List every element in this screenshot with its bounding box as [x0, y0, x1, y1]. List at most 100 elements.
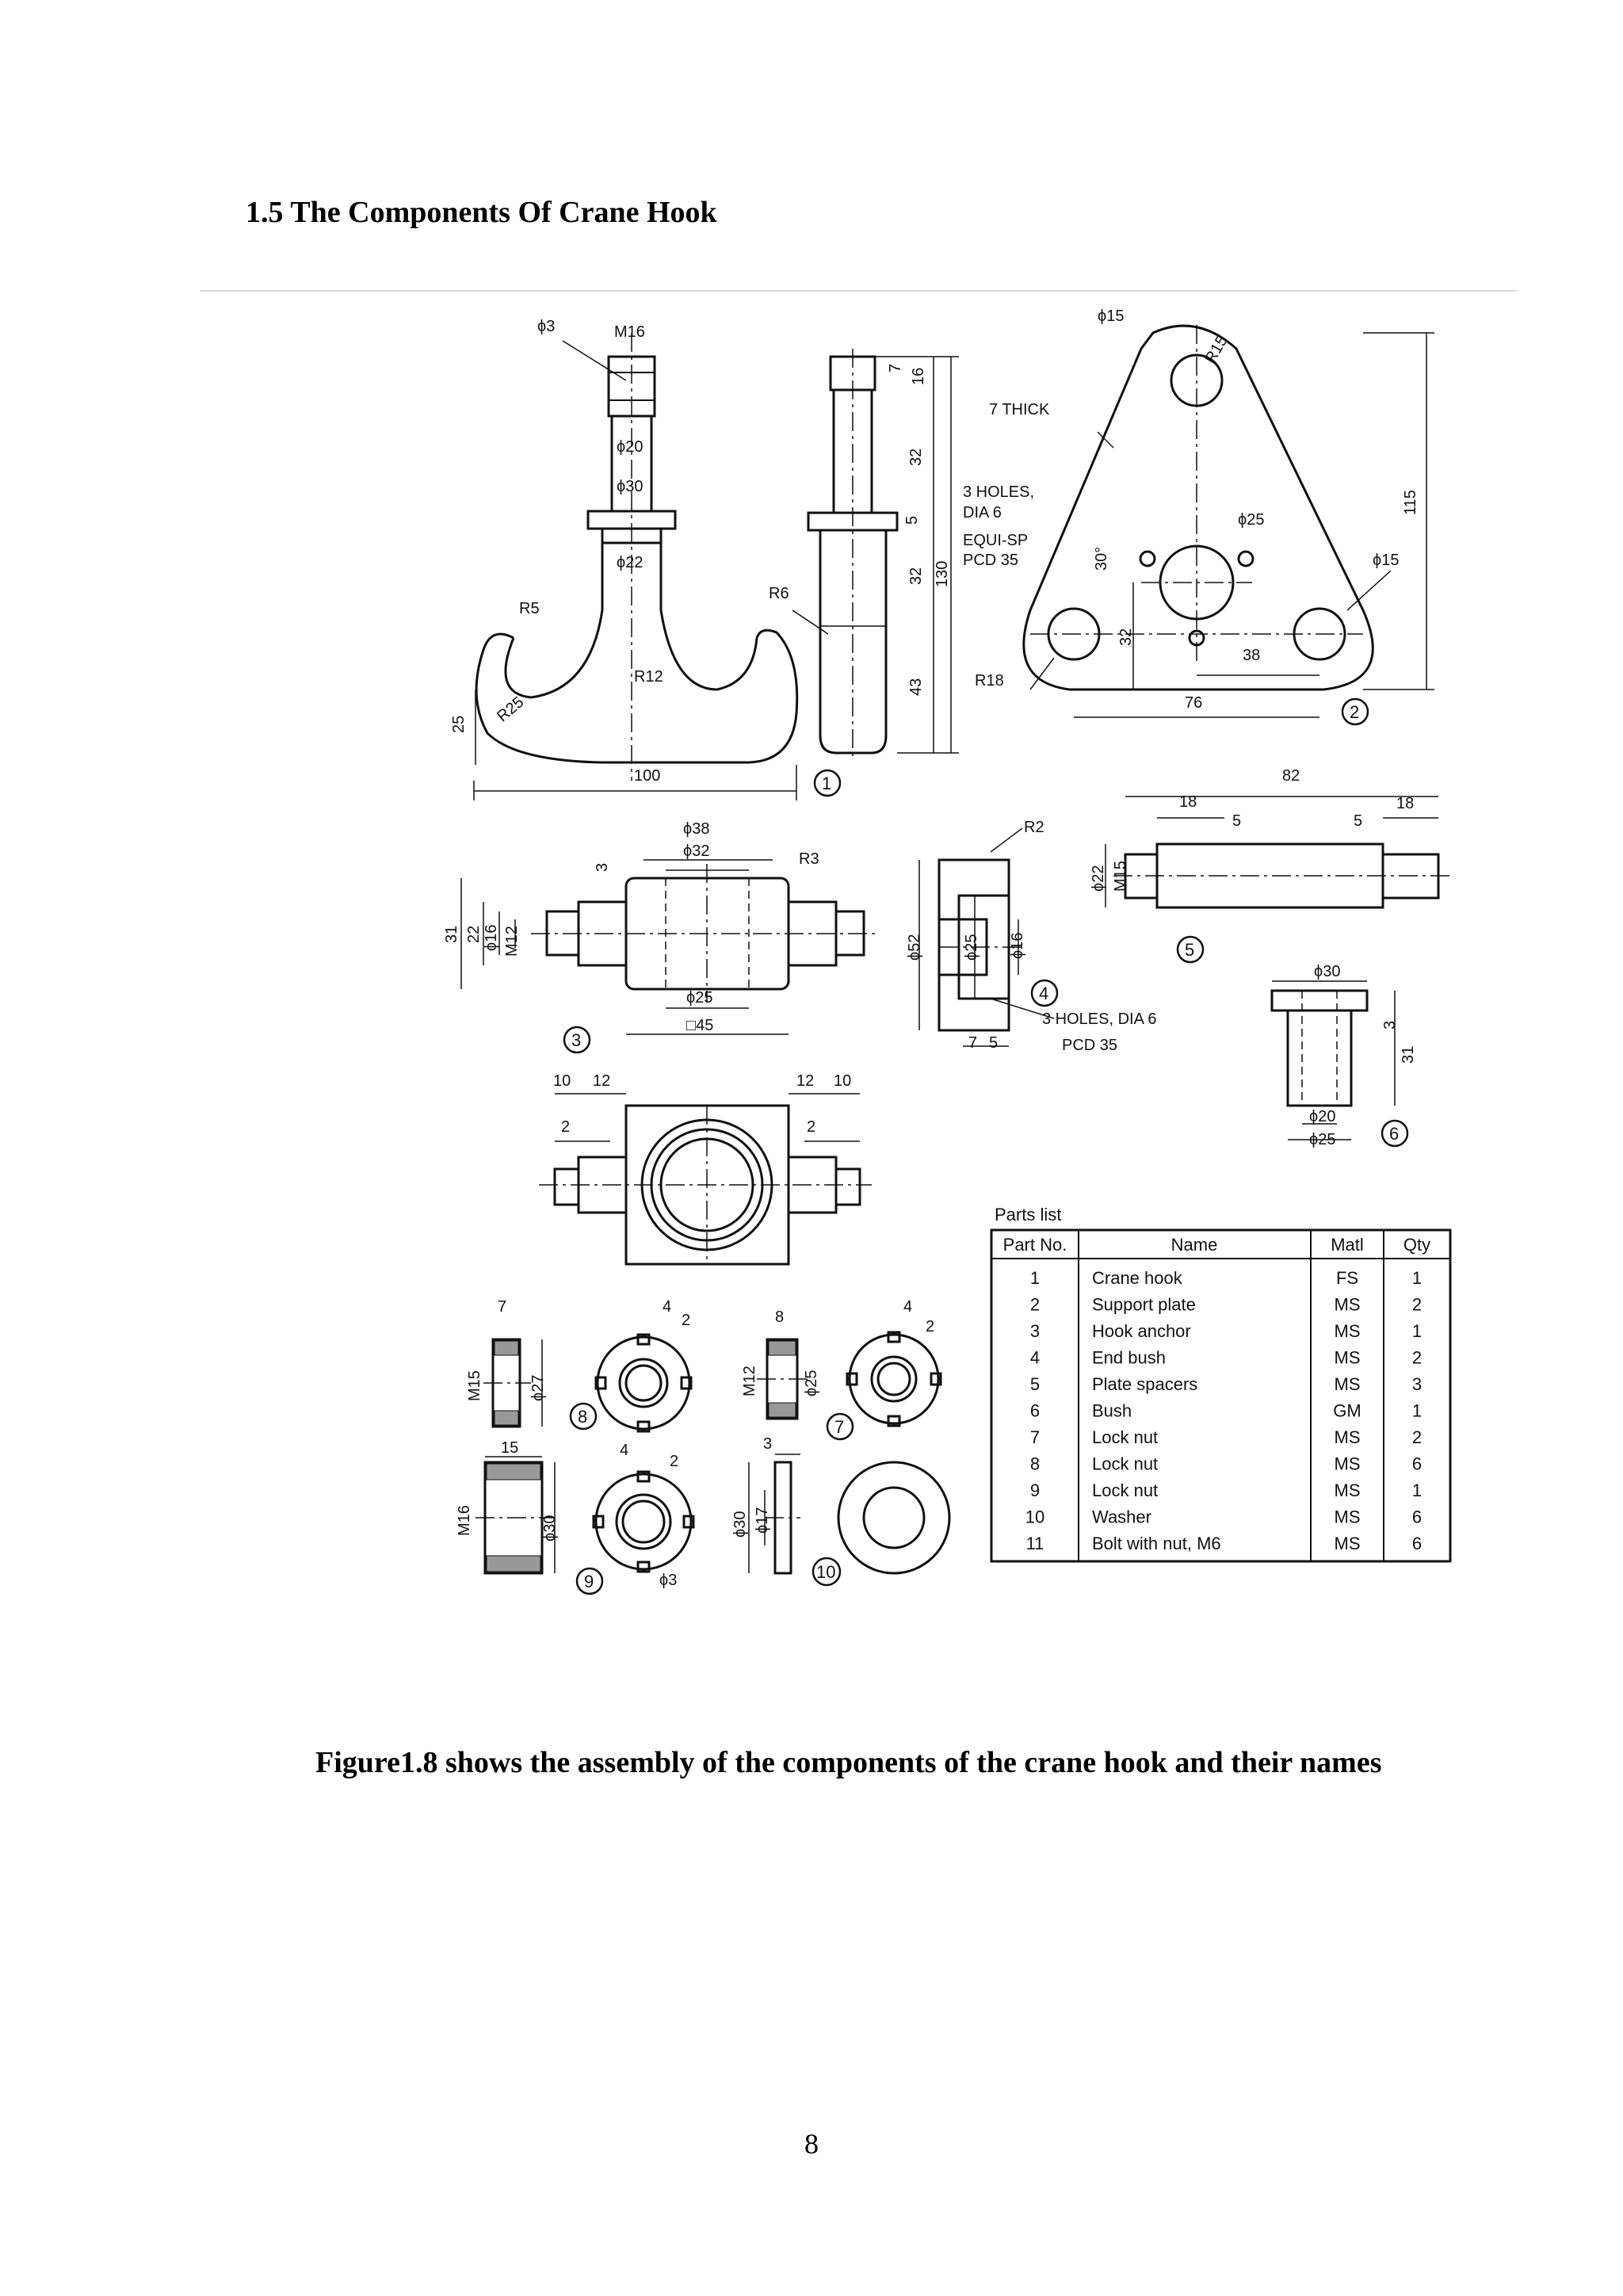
- p2-label-5: EQUI-SP: [963, 532, 1028, 549]
- p10-label-2: ϕ17: [754, 1507, 771, 1534]
- p3-label-4: 31: [443, 926, 460, 943]
- part-9-lock-nut: [475, 1456, 695, 1575]
- parts-list-header-qty: Qty: [1403, 1235, 1430, 1255]
- parts-list-header-name: Name: [1171, 1235, 1218, 1255]
- p3-label-1: ϕ32: [683, 842, 709, 860]
- p5-label-0: 82: [1282, 767, 1300, 785]
- parts-list-row-9-part-name: Lock nut: [1092, 1480, 1158, 1500]
- parts-list-row-7-part-name: Lock nut: [1092, 1427, 1158, 1447]
- parts-list-row-10-part-qty: 6: [1412, 1507, 1422, 1527]
- p8-label-2: 2: [682, 1312, 690, 1329]
- parts-list-row-9-part-qty: 1: [1412, 1480, 1422, 1500]
- part-3-hook-anchor-top-view: [539, 1093, 872, 1266]
- p3-label-2: R3: [799, 850, 819, 868]
- parts-list-row-10-part-matl: MS: [1335, 1507, 1361, 1527]
- parts-list-row-5-part-name: Plate spacers: [1092, 1374, 1197, 1394]
- part-1-number: 1: [822, 774, 831, 793]
- p2-label-2: 7 THICK: [989, 401, 1050, 418]
- p1-label-13: 32: [907, 449, 925, 466]
- parts-list-row-8-part-qty: 6: [1412, 1454, 1422, 1474]
- p9-label-0: 15: [501, 1439, 518, 1457]
- p2-label-10: 115: [1402, 490, 1419, 515]
- p7-label-0: 8: [775, 1308, 784, 1326]
- parts-list-row-6-part-no: 6: [1030, 1401, 1040, 1421]
- horizontal-rule: [200, 290, 1517, 292]
- p1-label-11: 7: [887, 364, 904, 372]
- p10-label-0: 3: [763, 1435, 772, 1453]
- p10-label-1: ϕ30: [731, 1511, 749, 1538]
- p9-label-1: 4: [620, 1442, 628, 1459]
- section-heading: 1.5 The Components Of Crane Hook: [246, 196, 717, 229]
- parts-list-title: Parts list: [995, 1205, 1061, 1224]
- p4-label-4: 3 HOLES, DIA 6: [1042, 1010, 1157, 1028]
- p3-label-12: 12: [796, 1072, 814, 1090]
- part-5-number: 5: [1185, 940, 1194, 960]
- parts-list-row-3-part-qty: 1: [1412, 1321, 1422, 1341]
- p2-label-9: ϕ15: [1373, 552, 1399, 569]
- parts-list-row-4-part-matl: MS: [1335, 1348, 1361, 1368]
- parts-list-row-11-part-no: 11: [1026, 1534, 1044, 1553]
- p3-label-14: 2: [561, 1118, 570, 1136]
- p2-label-8: 30°: [1093, 547, 1110, 571]
- part-3-hook-anchor: [460, 859, 876, 1035]
- p2-label-4: DIA 6: [963, 504, 1002, 521]
- part-2-number: 2: [1350, 702, 1359, 722]
- parts-list-row-7-part-matl: MS: [1335, 1427, 1361, 1447]
- p6-label-3: ϕ20: [1309, 1108, 1335, 1125]
- part-6-bush: [1270, 980, 1396, 1140]
- part-1-hook-side-view: [792, 349, 959, 761]
- parts-list-row-3-part-matl: MS: [1335, 1321, 1361, 1341]
- part-6-number: 6: [1389, 1124, 1399, 1144]
- p1-label-5: R5: [519, 600, 540, 617]
- p2-label-3: 3 HOLES,: [963, 483, 1034, 501]
- p7-label-2: 2: [926, 1318, 934, 1335]
- part-1-hook-front-view: [473, 333, 799, 800]
- parts-list-row-9-part-matl: MS: [1335, 1480, 1361, 1500]
- p5-label-4: 18: [1396, 795, 1414, 812]
- part-10-number: 10: [816, 1562, 835, 1582]
- p8-label-4: ϕ27: [529, 1375, 547, 1401]
- p3-label-10: 10: [553, 1072, 571, 1090]
- p1-label-3: ϕ30: [617, 478, 643, 495]
- p9-label-2: 2: [670, 1453, 678, 1470]
- parts-list-row-11-part-name: Bolt with nut, M6: [1092, 1534, 1221, 1553]
- part-4-end-bush: [918, 827, 1055, 1047]
- part-4-number: 4: [1039, 984, 1048, 1003]
- p1-label-6: R25: [494, 693, 527, 725]
- part-3-number: 3: [571, 1030, 581, 1050]
- p4-label-7: 5: [989, 1034, 998, 1052]
- parts-list-row-10-part-no: 10: [1025, 1507, 1044, 1527]
- parts-list-row-1-part-qty: 1: [1412, 1268, 1422, 1288]
- p2-label-13: R18: [975, 672, 1004, 690]
- p1-label-9: 100: [634, 767, 660, 785]
- p4-label-1: ϕ52: [906, 934, 923, 961]
- parts-list-row-8-part-no: 8: [1030, 1454, 1040, 1474]
- p1-label-1: M16: [614, 323, 645, 341]
- p2-label-12: 38: [1243, 647, 1260, 664]
- p9-label-5: ϕ3: [659, 1572, 677, 1589]
- p2-label-6: PCD 35: [963, 552, 1018, 569]
- p3-label-0: ϕ38: [683, 820, 709, 838]
- parts-list-row-1-part-no: 1: [1030, 1268, 1040, 1288]
- p3-label-8: ϕ25: [686, 989, 712, 1007]
- p6-label-1: 3: [1381, 1021, 1399, 1030]
- parts-list-row-2-part-qty: 2: [1412, 1295, 1422, 1315]
- parts-list-row-7-part-qty: 2: [1412, 1427, 1422, 1447]
- p6-label-4: ϕ25: [1309, 1131, 1335, 1148]
- parts-list-header-matl: Matl: [1331, 1235, 1364, 1255]
- p4-label-5: PCD 35: [1062, 1037, 1117, 1054]
- p2-label-1: R15: [1201, 333, 1231, 367]
- page-number: 8: [804, 2128, 819, 2160]
- parts-list-row-8-part-matl: MS: [1335, 1454, 1361, 1474]
- parts-list-row-1-part-matl: FS: [1336, 1268, 1358, 1288]
- p3-label-3: 3: [594, 863, 611, 872]
- p4-label-3: ϕ16: [1009, 933, 1026, 959]
- p4-label-6: 7: [968, 1034, 977, 1052]
- p3-label-5: 22: [465, 926, 483, 943]
- p3-label-13: 10: [834, 1072, 851, 1090]
- p3-label-15: 2: [807, 1118, 815, 1136]
- p8-label-1: 4: [663, 1298, 671, 1316]
- p2-label-14: 76: [1185, 694, 1202, 712]
- parts-list-row-10-part-name: Washer: [1092, 1507, 1151, 1527]
